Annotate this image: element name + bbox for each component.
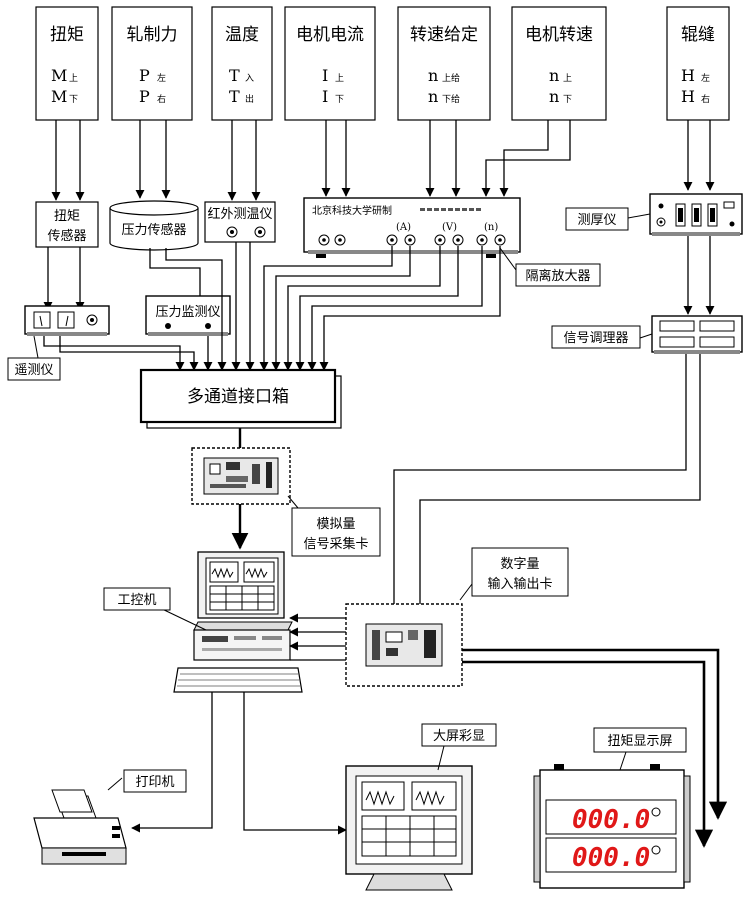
digital-io-label-line1: 数字量: [500, 557, 539, 572]
parameter-title: 温度: [225, 25, 259, 45]
parameter-subscript: 下: [69, 95, 78, 105]
industrial-pc-label: 工控机: [117, 593, 156, 608]
signal-conditioner-callout: 信号调理器: [551, 325, 653, 349]
printer: [33, 789, 127, 865]
parameter-title: 电机转速: [525, 25, 593, 45]
parameter-subscript: 下: [563, 95, 572, 105]
pressure-monitor: 压力监测仪: [145, 295, 231, 336]
large-color-display: [345, 765, 473, 891]
large-display-callout: 大屏彩显: [421, 723, 497, 771]
interface-box: 多通道接口箱: [139, 368, 342, 429]
digital-io-label-line2: 输入输出卡: [487, 576, 552, 592]
analog-card-callout: 模拟量 信号采集卡: [287, 495, 381, 557]
parameter-symbol: M: [51, 66, 67, 85]
connections-lower: [131, 354, 728, 848]
torque-display-panel: 000.0 000.0: [533, 764, 691, 889]
torque-display-label: 扭矩显示屏: [607, 734, 672, 749]
port-label-v: (V): [442, 222, 457, 233]
parameter-symbol: H: [681, 87, 695, 106]
parameter-subscript: 出: [245, 93, 254, 105]
parameter-symbol: M: [51, 87, 67, 106]
analog-card-label-line2: 信号采集卡: [303, 536, 368, 552]
isolation-amplifier-brand: 北京科技大学研制: [312, 204, 392, 217]
parameter-symbol: T: [229, 87, 240, 106]
thickness-gauge: [649, 193, 743, 236]
parameter-box-motor-current: 电机电流 I 上 I 下: [284, 6, 376, 121]
digital-io-card: [345, 603, 463, 687]
parameter-symbol: P: [139, 87, 150, 106]
thickness-gauge-callout: 测厚仪: [565, 207, 651, 231]
parameter-subscript: 上给: [442, 72, 460, 84]
telemetry-callout: 遥测仪: [7, 335, 61, 381]
telemetry-label: 遥测仪: [14, 363, 53, 378]
parameter-symbol: H: [681, 66, 695, 85]
digital-io-callout: 数字量 输入输出卡: [459, 547, 569, 601]
connections-middle: [43, 236, 715, 315]
printer-label: 打印机: [135, 775, 174, 790]
torque-sensor-label-line1: 扭矩: [54, 209, 80, 224]
port-label-n: (n): [484, 222, 498, 233]
parameter-box-torque: 扭矩 M 上 M 下: [35, 6, 99, 121]
telemetry-unit: [24, 305, 110, 336]
parameter-subscript: 入: [245, 73, 254, 84]
parameter-subscript: 左: [701, 72, 710, 84]
parameter-box-temperature: 温度 T 入 T 出: [211, 6, 273, 121]
industrial-pc-callout: 工控机: [103, 587, 207, 631]
port-label-a: (A): [396, 222, 411, 233]
parameter-title: 轧制力: [127, 25, 178, 45]
printer-callout: 打印机: [107, 769, 187, 793]
large-display-label: 大屏彩显: [433, 729, 485, 744]
interface-box-label: 多通道接口箱: [187, 387, 289, 407]
parameter-symbol: P: [139, 66, 150, 85]
parameter-subscript: 上: [69, 73, 78, 84]
torque-reading-upper: 000.0: [572, 805, 650, 835]
torque-display-callout: 扭矩显示屏: [593, 727, 687, 771]
connections-top: [51, 120, 715, 201]
torque-reading-lower: 000.0: [572, 843, 650, 873]
thickness-gauge-label: 测厚仪: [577, 213, 616, 228]
parameter-symbol: n: [428, 87, 438, 106]
isolation-amplifier-callout: 隔离放大器: [499, 247, 601, 287]
signal-conditioner-label: 信号调理器: [563, 331, 628, 346]
parameter-subscript: 上: [563, 73, 572, 84]
parameter-subscript: 右: [701, 93, 710, 105]
parameter-symbol: n: [428, 66, 438, 85]
parameter-title: 辊缝: [681, 25, 715, 45]
industrial-pc: [173, 551, 303, 693]
pressure-sensor-label: 压力传感器: [121, 222, 186, 238]
isolation-amplifier-label: 隔离放大器: [525, 268, 590, 284]
parameter-box-roll-gap: 辊缝 H 左 H 右: [666, 6, 730, 121]
parameter-subscript: 右: [157, 93, 166, 105]
parameter-subscript: 左: [157, 72, 166, 84]
parameter-subscript: 下给: [442, 93, 460, 105]
ir-thermometer: 红外测温仪: [204, 201, 276, 243]
analog-acquisition-card: [191, 447, 291, 505]
parameter-symbol: I: [322, 87, 328, 106]
parameter-subscript: 下: [335, 95, 344, 105]
pressure-monitor-label: 压力监测仪: [155, 305, 220, 320]
parameter-symbol: n: [549, 87, 559, 106]
parameter-title: 电机电流: [296, 25, 364, 45]
parameter-title: 转速给定: [410, 25, 478, 45]
ir-thermometer-label: 红外测温仪: [207, 206, 272, 222]
parameter-symbol: T: [229, 66, 240, 85]
torque-sensor-label-line2: 传感器: [47, 228, 86, 244]
analog-card-label-line1: 模拟量: [316, 517, 355, 532]
isolation-amplifier-unit: 北京科技大学研制 (A) (V) (n): [303, 197, 521, 258]
parameter-box-motor-speed: 电机转速 n 上 n 下: [511, 6, 607, 121]
parameter-box-speed-setpoint: 转速给定 n 上给 n 下给: [397, 6, 491, 121]
parameter-subscript: 上: [335, 73, 344, 84]
parameter-title: 扭矩: [50, 25, 84, 45]
signal-conditioner: [651, 315, 743, 354]
connections-to-interface-box: [43, 242, 501, 371]
level-indicator: [420, 208, 481, 211]
parameter-box-rolling-force: 轧制力 P 左 P 右: [111, 6, 193, 121]
parameter-symbol: n: [549, 66, 559, 85]
pressure-sensor: 压力传感器: [109, 200, 199, 251]
torque-sensor: 扭矩 传感器: [35, 201, 99, 248]
parameter-symbol: I: [322, 66, 328, 85]
